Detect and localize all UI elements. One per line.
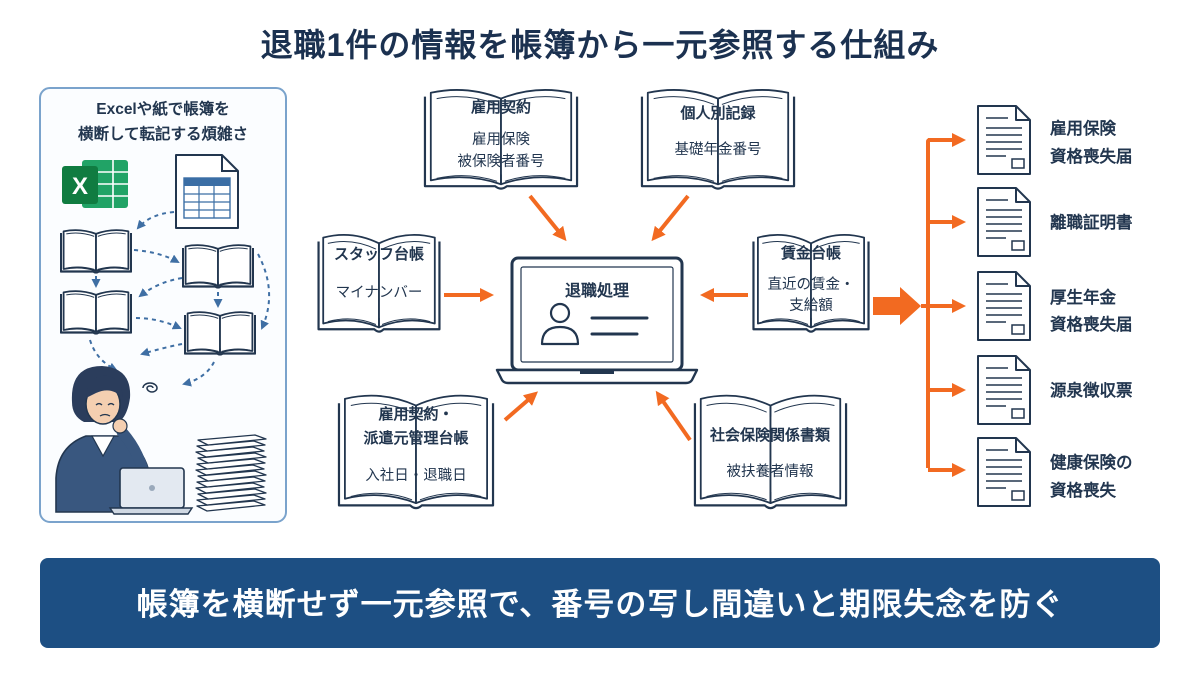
document-icon <box>977 437 1031 507</box>
ledger-detail: 入社日・退職日 <box>365 467 467 484</box>
output-label: 離職証明書 <box>1050 212 1133 232</box>
ledger-title: スタッフ台帳 <box>334 245 424 263</box>
transfer-arrows <box>89 211 271 387</box>
document-icon <box>977 105 1031 175</box>
output-pension-loss: 厚生年金 資格喪失届 <box>977 271 1133 341</box>
arrow-employment-contract <box>528 194 567 242</box>
open-book-icon <box>693 394 848 510</box>
big-right-arrow <box>873 287 921 325</box>
ledger-social-insurance: 社会保険関係書類 被扶養者情報 <box>693 394 848 510</box>
ledger-title: 賃金台帳 <box>780 244 841 262</box>
ledger-detail: 雇用保険 <box>472 131 530 148</box>
ledger-employment-contract: 雇用契約 雇用保険 被保険者番号 <box>423 88 579 190</box>
output-label: 源泉徴収票 <box>1050 380 1133 400</box>
document-icon <box>977 271 1031 341</box>
ledger-title: 派遣元管理台帳 <box>363 429 468 447</box>
ledger-detail: マイナンバー <box>336 285 423 301</box>
banner-background <box>40 558 1160 648</box>
ledger-title: 雇用契約 <box>471 98 531 116</box>
center-label: 退職処理 <box>565 281 629 300</box>
output-separation-certificate: 離職証明書 <box>977 187 1133 257</box>
table-document-icon <box>175 154 239 229</box>
ledger-staff: スタッフ台帳 マイナンバー <box>317 233 441 333</box>
arrow-social-insurance <box>655 390 692 442</box>
excel-logo-letter: X <box>72 173 88 200</box>
ledger-title: 個人別記録 <box>679 104 756 122</box>
paper-stack-icon <box>195 434 267 512</box>
small-book-icon <box>60 229 132 274</box>
banner-text: 帳簿を横断せず一元参照で、番号の写し間違いと期限失念を防ぐ <box>137 587 1064 622</box>
output-label: 厚生年金 <box>1050 287 1117 307</box>
ledger-title: 社会保険関係書類 <box>709 426 831 444</box>
dizzy-swirl-icon <box>142 382 158 393</box>
arrow-personal-record <box>651 194 690 242</box>
laptop-icon: 退職処理 <box>495 256 699 385</box>
ledger-wage: 賃金台帳 直近の賃金・ 支給額 <box>752 233 870 333</box>
ledger-detail: 直近の賃金・ <box>768 276 855 293</box>
arrow-dispatch-contract <box>503 391 539 422</box>
ledger-dispatch-contract: 雇用契約・ 派遣元管理台帳 入社日・退職日 <box>337 394 495 510</box>
left-panel-caption-line-2: 横断して転記する煩雑さ <box>78 124 248 143</box>
output-employment-insurance-loss: 雇用保険 資格喪失届 <box>977 105 1133 175</box>
ledger-detail: 支給額 <box>789 297 833 314</box>
output-withholding-slip: 源泉徴収票 <box>977 355 1133 425</box>
small-laptop-icon <box>108 467 194 515</box>
small-book-icon <box>182 244 254 289</box>
output-health-insurance-loss: 健康保険の 資格喪失 <box>977 437 1133 507</box>
ledger-detail: 基礎年金番号 <box>675 141 762 158</box>
document-icon <box>977 187 1031 257</box>
user-icon <box>540 302 580 346</box>
left-panel-caption-line-1: Excelや紙で帳簿を <box>96 99 230 118</box>
summary-banner: 帳簿を横断せず一元参照で、番号の写し間違いと期限失念を防ぐ <box>40 558 1160 648</box>
ledger-detail: 被扶養者情報 <box>727 462 814 480</box>
ledger-personal-record: 個人別記録 基礎年金番号 <box>640 88 796 190</box>
small-book-icon <box>60 290 132 335</box>
document-icon <box>977 355 1031 425</box>
output-label: 雇用保険 <box>1050 118 1117 138</box>
ledger-title: 雇用契約・ <box>378 405 453 423</box>
output-label: 資格喪失届 <box>1050 314 1133 334</box>
output-label: 健康保険の <box>1050 452 1133 472</box>
small-book-icon <box>184 311 256 356</box>
page-title: 退職1件の情報を帳簿から一元参照する仕組み <box>261 27 940 63</box>
output-label: 資格喪失 <box>1050 480 1117 500</box>
record-lines <box>590 316 649 336</box>
input-arrows <box>444 194 748 442</box>
ledger-detail: 被保険者番号 <box>458 153 545 170</box>
excel-icon: X <box>62 160 128 208</box>
left-panel: Excelや紙で帳簿を 横断して転記する煩雑さ X <box>39 87 287 523</box>
output-label: 資格喪失届 <box>1050 146 1133 166</box>
output-distribution <box>873 133 966 477</box>
